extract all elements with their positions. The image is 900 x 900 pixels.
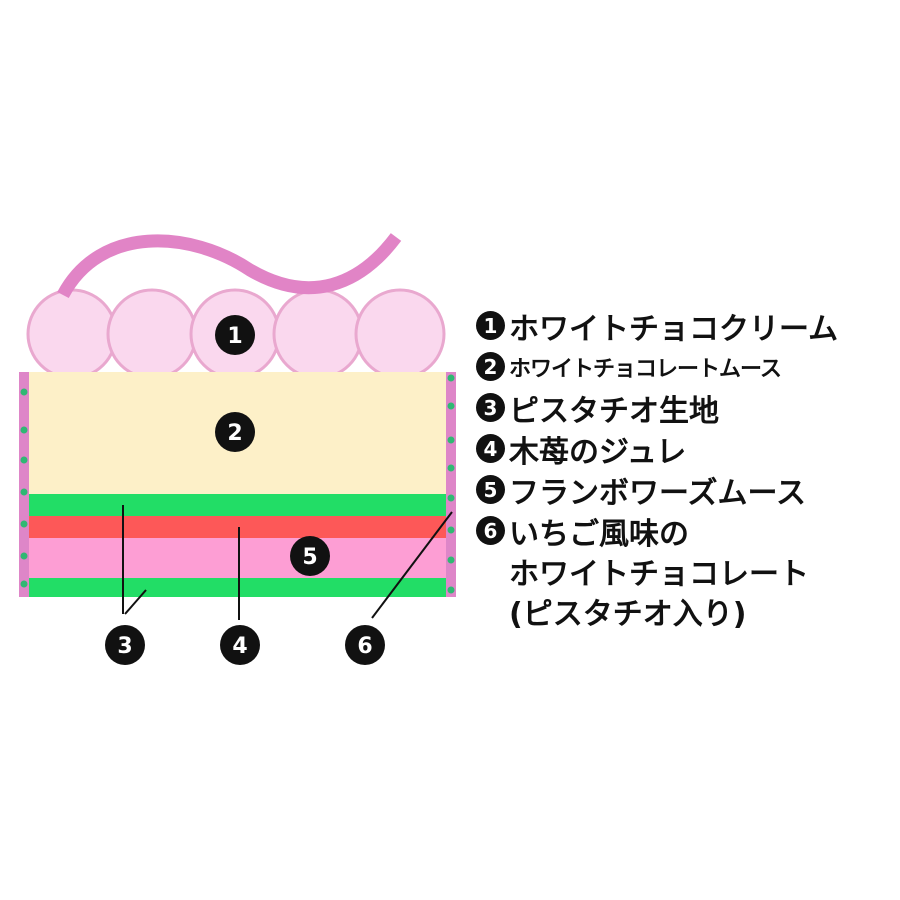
legend-label: フランボワーズムース: [509, 475, 806, 511]
callout-marker-6: 6: [345, 625, 385, 665]
svg-text:5: 5: [302, 545, 317, 570]
legend-item-3: 3 ピスタチオ生地: [476, 387, 896, 429]
legend: 1 ホワイトチョコクリーム 2 ホワイトチョコレートムース 3 ピスタチオ生地 …: [476, 305, 896, 632]
number-badge: 3: [476, 393, 505, 422]
callout-marker-4: 4: [220, 625, 260, 665]
layer-pistachio-sponge-bottom: [29, 578, 446, 597]
layer-framboise-mousse: [29, 538, 446, 578]
svg-text:6: 6: [357, 634, 372, 659]
legend-label: ホワイトチョコレートムース: [509, 356, 782, 382]
legend-item-4: 4 木苺のジュレ: [476, 428, 896, 470]
svg-text:2: 2: [227, 421, 242, 446]
leader-lines: [122, 505, 453, 620]
layer-marker-1: 1: [215, 315, 255, 355]
layer-marker-2: 2: [215, 412, 255, 452]
legend-item-5: 5 フランボワーズムース: [476, 469, 896, 511]
layer-pistachio-sponge-top: [29, 494, 446, 516]
svg-text:3: 3: [117, 634, 132, 659]
number-badge: 1: [476, 311, 505, 340]
legend-item-1: 1 ホワイトチョコクリーム: [476, 305, 896, 347]
layer-marker-5: 5: [290, 536, 330, 576]
cream-dollop: [26, 288, 118, 380]
legend-item-6-line-3: (ピスタチオ入り): [509, 597, 747, 632]
number-badge: 4: [476, 434, 505, 463]
cream-dollop: [272, 288, 364, 380]
side-coating-left: [19, 372, 29, 597]
legend-label: 木苺のジュレ: [509, 434, 687, 470]
cream-dollop: [106, 288, 198, 380]
number-badge: 5: [476, 475, 505, 504]
legend-item-6: 6 いちご風味の: [476, 510, 896, 552]
number-badge: 2: [476, 352, 505, 381]
ribbon-decoration: [57, 233, 402, 299]
cream-dollop: [354, 288, 446, 380]
layer-raspberry-jelly: [29, 516, 446, 538]
svg-text:1: 1: [227, 324, 242, 349]
side-coating-right: [446, 372, 456, 597]
legend-label: いちご風味の: [509, 516, 689, 552]
legend-item-2: 2 ホワイトチョコレートムース: [476, 346, 896, 387]
legend-item-6-line-2: ホワイトチョコレート: [509, 557, 809, 592]
legend-label: ホワイトチョコクリーム: [509, 311, 839, 347]
cream-dollops: [26, 288, 446, 380]
legend-label: ピスタチオ生地: [509, 393, 719, 429]
callout-marker-3: 3: [105, 625, 145, 665]
pistachio-dots: [20, 374, 455, 594]
number-badge: 6: [476, 516, 505, 545]
svg-text:4: 4: [232, 634, 247, 659]
